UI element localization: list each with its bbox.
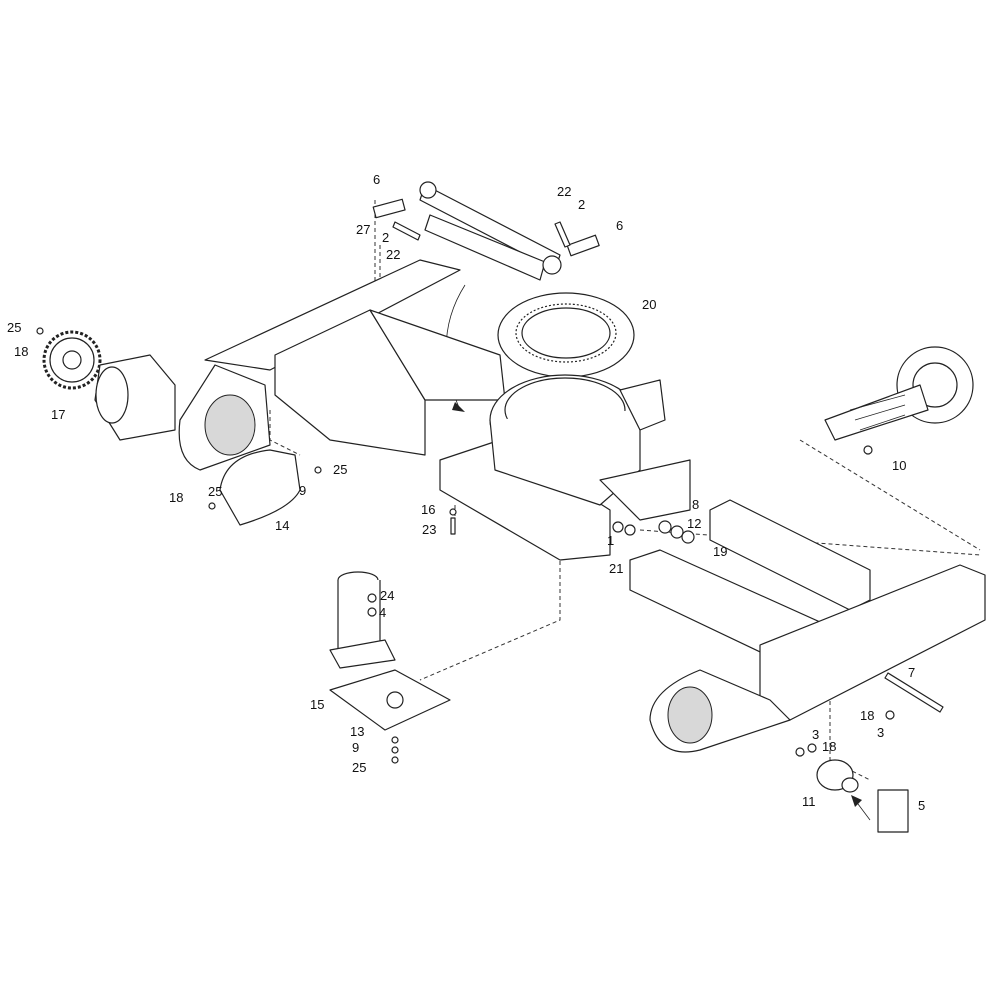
- idler-assembly: [824, 346, 974, 441]
- sprocket-and-drive-motor: [42, 330, 176, 441]
- callout-label[interactable]: 25: [7, 320, 21, 335]
- callout-label[interactable]: 22: [557, 184, 571, 199]
- callout-label[interactable]: 16: [421, 502, 435, 517]
- callout-label[interactable]: 5: [918, 798, 925, 813]
- callout-label[interactable]: 21: [609, 561, 623, 576]
- cylinder: [419, 181, 562, 412]
- roller-part-11: [816, 759, 859, 793]
- callout-label[interactable]: 9: [299, 483, 306, 498]
- pin-part-6-left: [372, 198, 406, 219]
- plate-hole: [386, 691, 404, 709]
- callout-label[interactable]: 25: [208, 484, 222, 499]
- callout-label[interactable]: 18: [169, 490, 183, 505]
- callout-label[interactable]: 14: [275, 518, 289, 533]
- callout-label[interactable]: 18: [14, 344, 28, 359]
- callout-label[interactable]: 19: [713, 544, 727, 559]
- callout-label[interactable]: 25: [352, 760, 366, 775]
- upper-frame: [178, 259, 506, 471]
- slewing-ring: [497, 292, 635, 378]
- track-frame: [629, 499, 986, 753]
- callout-label[interactable]: 7: [908, 665, 915, 680]
- callout-label[interactable]: 2: [578, 197, 585, 212]
- callout-label[interactable]: 3: [877, 725, 884, 740]
- callout-label[interactable]: 12: [687, 516, 701, 531]
- bolt-22-right: [554, 221, 571, 248]
- callout-label[interactable]: 4: [379, 605, 386, 620]
- bolt-22-left: [392, 221, 421, 241]
- callout-label[interactable]: 1: [607, 533, 614, 548]
- callout-label[interactable]: 18: [860, 708, 874, 723]
- hardware: [36, 327, 895, 764]
- callout-label[interactable]: 11: [802, 794, 816, 809]
- cover-plate: [219, 449, 301, 526]
- callout-labels: 6 27 2 22 22 2 6 20 25 18 17 25 25 9 18 …: [7, 172, 925, 813]
- callout-label[interactable]: 23: [422, 522, 436, 537]
- callout-label[interactable]: 3: [812, 727, 819, 742]
- callout-label[interactable]: 22: [386, 247, 400, 262]
- callout-label[interactable]: 8: [692, 497, 699, 512]
- rod-part-7: [884, 672, 944, 713]
- callout-label[interactable]: 2: [382, 230, 389, 245]
- center-frame: [439, 374, 691, 561]
- callout-label[interactable]: 9: [352, 740, 359, 755]
- callout-label[interactable]: 15: [310, 697, 324, 712]
- callout-label[interactable]: 20: [642, 297, 656, 312]
- callout-label[interactable]: 6: [616, 218, 623, 233]
- callout-label[interactable]: 18: [822, 739, 836, 754]
- swivel-joint: [329, 571, 396, 669]
- parts-bag-5: [877, 789, 909, 833]
- callout-label[interactable]: 13: [350, 724, 364, 739]
- callout-label[interactable]: 24: [380, 588, 394, 603]
- callout-label[interactable]: 25: [333, 462, 347, 477]
- callout-label[interactable]: 6: [373, 172, 380, 187]
- callout-label[interactable]: 17: [51, 407, 65, 422]
- callout-label[interactable]: 10: [892, 458, 906, 473]
- callout-label[interactable]: 27: [356, 222, 370, 237]
- pin-part-6-right: [566, 234, 600, 257]
